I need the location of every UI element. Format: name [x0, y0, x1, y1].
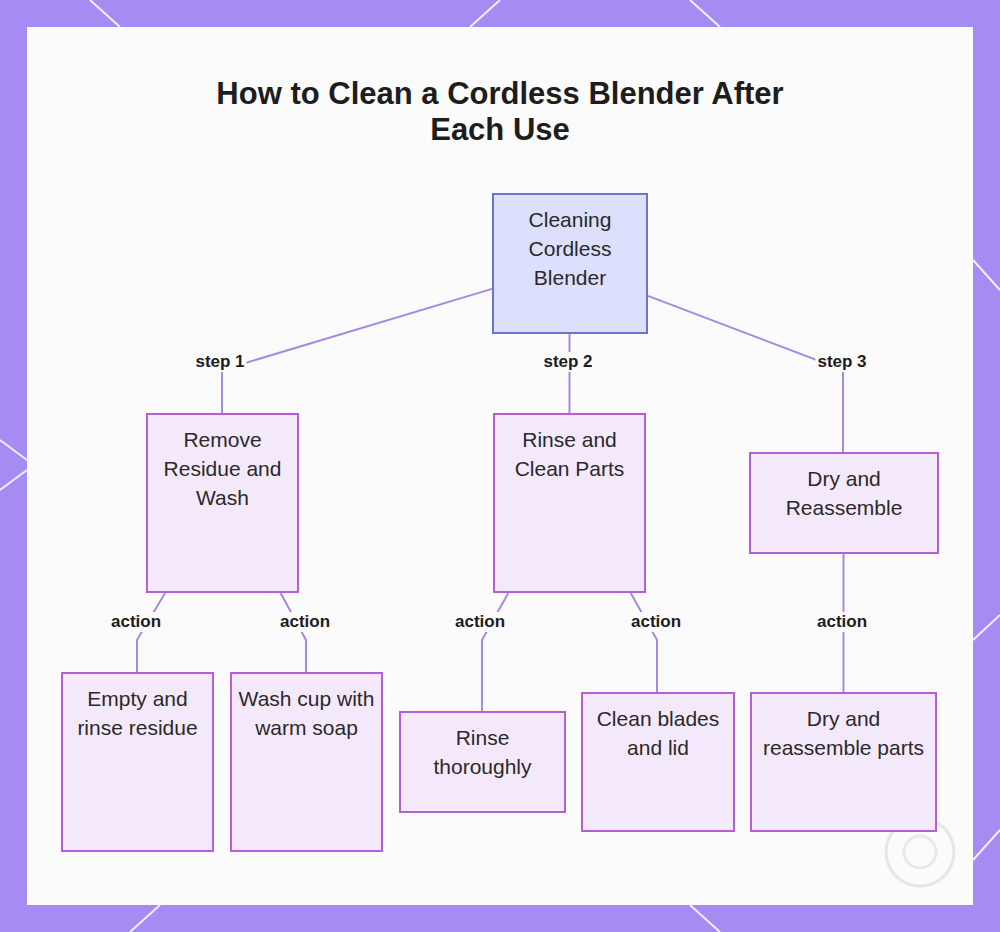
- node-text: Rinse and Clean Parts: [501, 425, 638, 483]
- diagram-title: How to Clean a Cordless Blender After Ea…: [210, 76, 790, 148]
- action-box: Rinse thoroughly: [399, 711, 566, 813]
- node-text: Dry and Reassemble: [757, 464, 931, 522]
- connector-line: [281, 593, 306, 672]
- edge-label: step 3: [815, 352, 868, 372]
- node-text: Remove Residue and Wash: [154, 425, 291, 512]
- connector-line: [222, 289, 492, 413]
- node-text: Cleaning Cordless Blender: [500, 205, 640, 292]
- edge-label: action: [278, 612, 332, 632]
- node-text: Clean blades and lid: [589, 704, 727, 762]
- step-box: Dry and Reassemble: [749, 452, 939, 554]
- node-text: Rinse thoroughly: [407, 723, 558, 781]
- action-box: Wash cup with warm soap: [230, 672, 383, 852]
- connector-line: [631, 593, 657, 692]
- step-box: Rinse and Clean Parts: [493, 413, 646, 593]
- edge-label: action: [815, 612, 869, 632]
- edge-label: step 1: [193, 352, 246, 372]
- action-box: Empty and rinse residue: [61, 672, 214, 852]
- edge-label: action: [629, 612, 683, 632]
- connector-line: [482, 593, 508, 711]
- action-box: Dry and reassemble parts: [750, 692, 937, 832]
- connector-line: [648, 296, 843, 452]
- root-box: Cleaning Cordless Blender: [492, 193, 648, 334]
- node-text: Empty and rinse residue: [69, 684, 206, 742]
- edge-label: step 2: [541, 352, 594, 372]
- edge-label: action: [453, 612, 507, 632]
- step-box: Remove Residue and Wash: [146, 413, 299, 593]
- connector-line: [137, 593, 165, 672]
- action-box: Clean blades and lid: [581, 692, 735, 832]
- connector-line: [569, 334, 571, 413]
- node-text: Wash cup with warm soap: [238, 684, 375, 742]
- edge-label: action: [109, 612, 163, 632]
- node-text: Dry and reassemble parts: [758, 704, 929, 762]
